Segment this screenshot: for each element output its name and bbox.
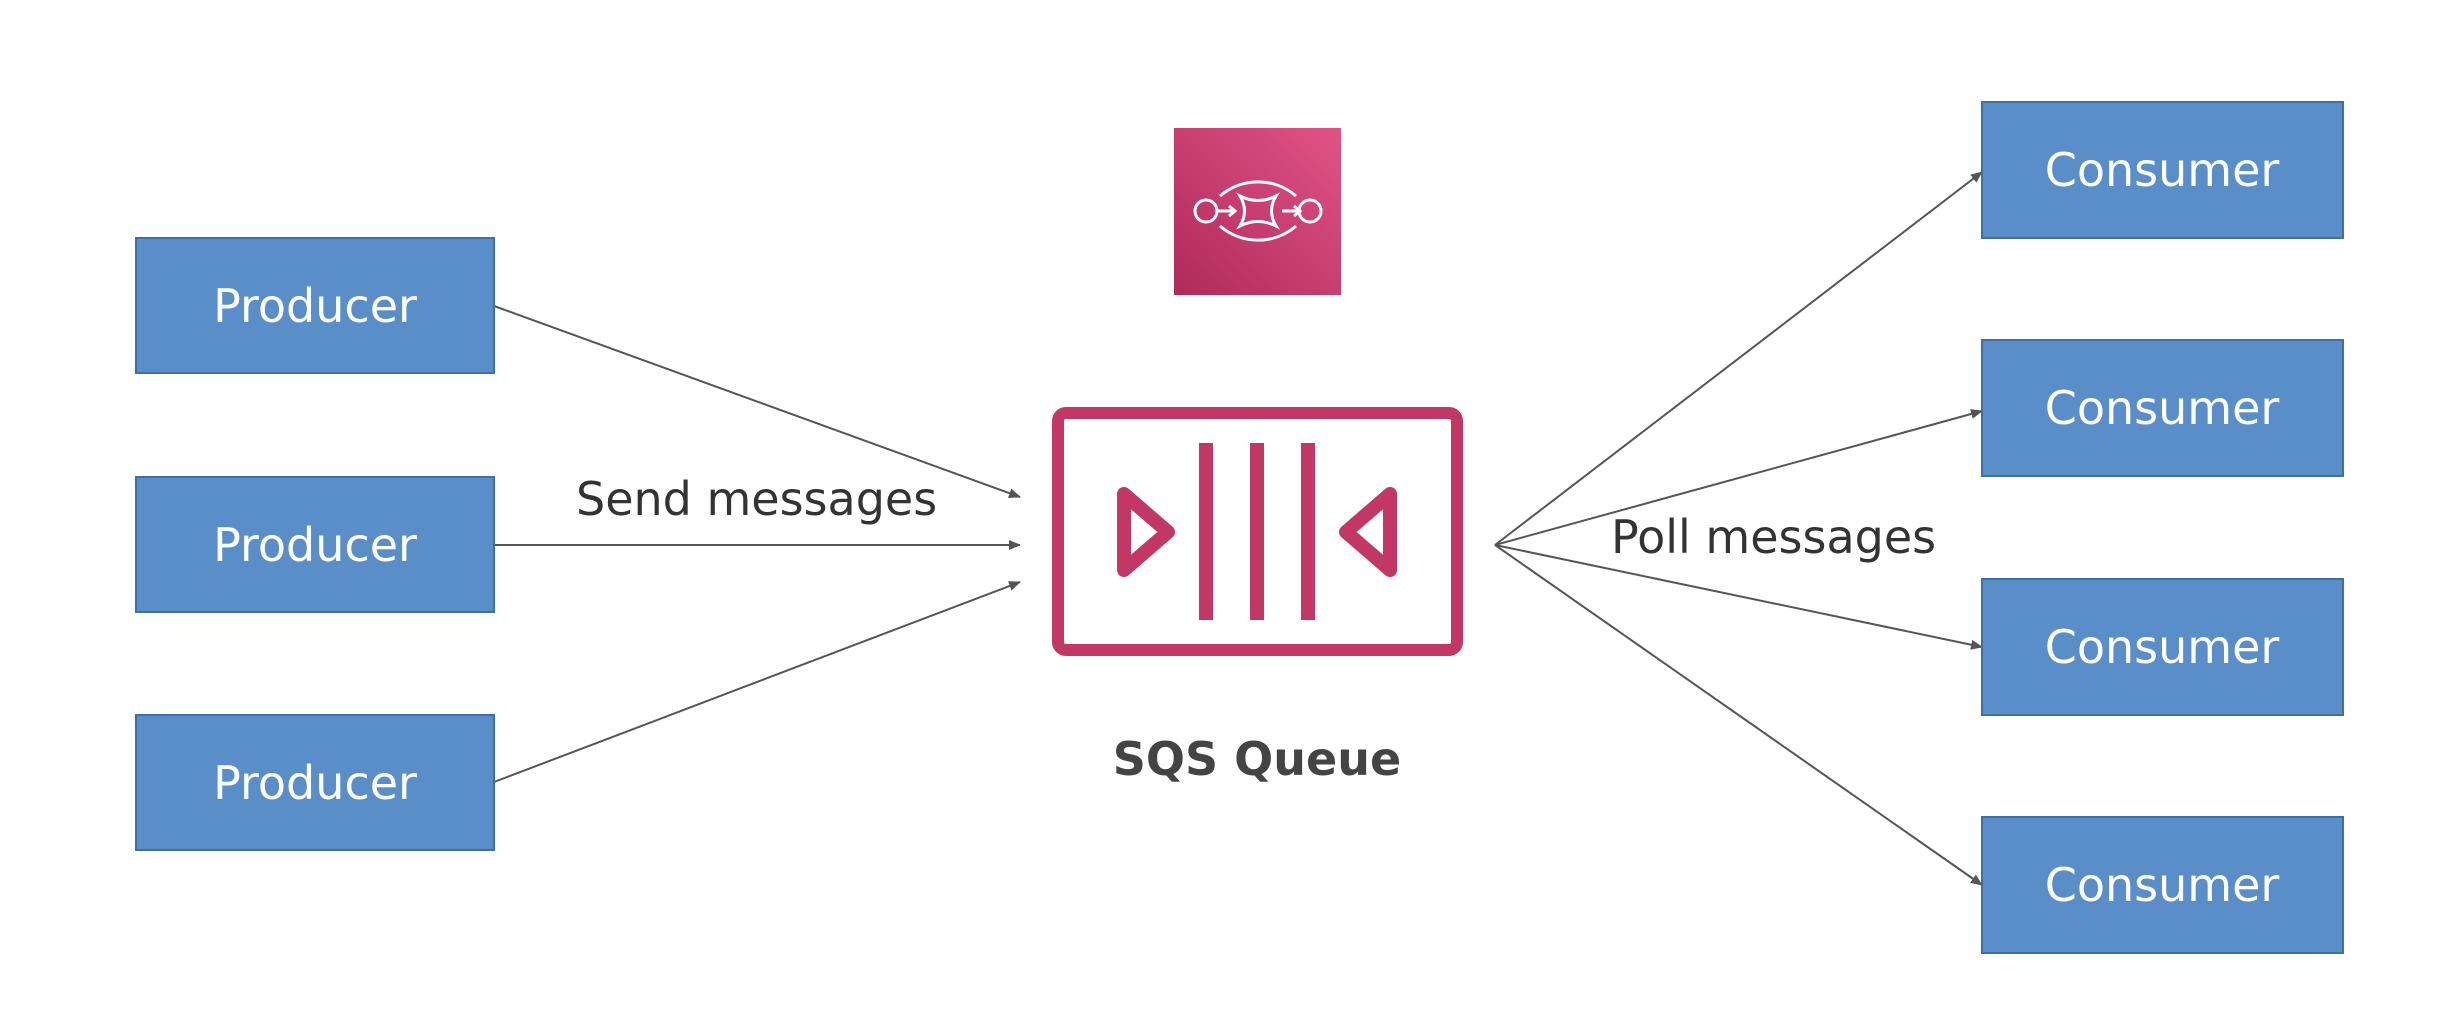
sqs-service-icon xyxy=(1174,128,1341,295)
consumer-box: Consumer xyxy=(1981,101,2344,239)
send-arrows xyxy=(493,305,1021,783)
consumer-box: Consumer xyxy=(1981,578,2344,716)
producer-box: Producer xyxy=(135,714,495,851)
sqs-queue-icon xyxy=(1052,407,1463,656)
producer-label: Producer xyxy=(213,756,417,810)
send-arrow-3 xyxy=(493,581,1021,783)
producer-box: Producer xyxy=(135,237,495,374)
poll-arrows xyxy=(1494,171,1983,886)
producer-label: Producer xyxy=(213,518,417,572)
poll-messages-label: Poll messages xyxy=(1611,510,1936,564)
poll-arrow-1 xyxy=(1494,171,1983,546)
producer-box: Producer xyxy=(135,476,495,613)
poll-arrow-4 xyxy=(1494,544,1983,886)
poll-arrow-3 xyxy=(1494,544,1983,650)
consumer-box: Consumer xyxy=(1981,339,2344,477)
send-messages-label: Send messages xyxy=(576,472,937,526)
consumer-label: Consumer xyxy=(2045,143,2280,197)
consumer-label: Consumer xyxy=(2045,858,2280,912)
poll-arrow-2 xyxy=(1494,409,1983,546)
consumer-label: Consumer xyxy=(2045,620,2280,674)
producer-label: Producer xyxy=(213,279,417,333)
consumer-label: Consumer xyxy=(2045,381,2280,435)
consumer-box: Consumer xyxy=(1981,816,2344,954)
send-arrow-1 xyxy=(493,305,1021,498)
queue-label: SQS Queue xyxy=(1113,732,1401,786)
